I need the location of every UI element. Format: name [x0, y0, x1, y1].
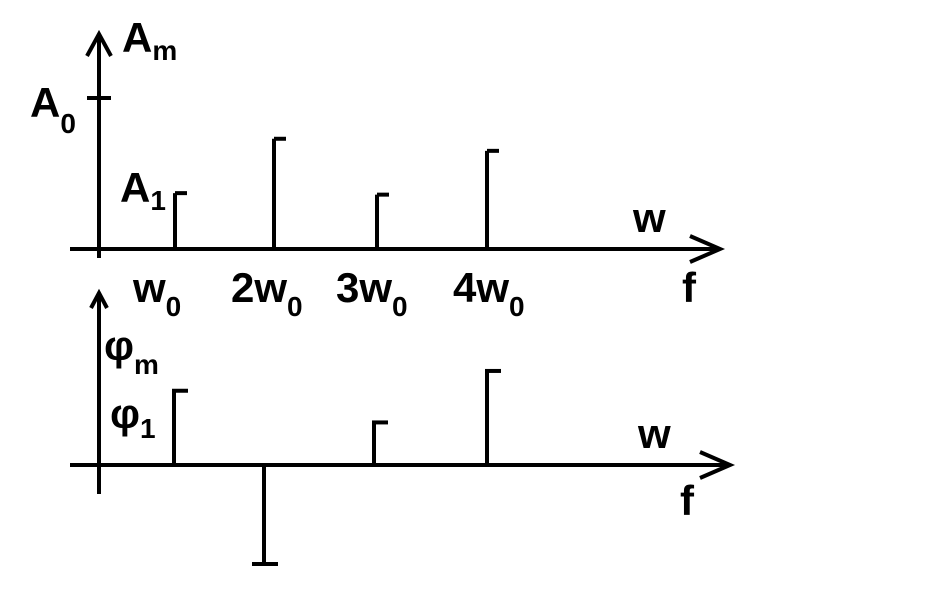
- phase-y-label: φm: [104, 322, 159, 380]
- phase-stems: [172, 368, 501, 566]
- tick-label-4w0: 4w0: [453, 264, 525, 322]
- amplitude-spectrum: Am A0 A1 w f w0 2w0 3w0 4w0: [30, 14, 726, 322]
- amplitude-y-arrowhead: [85, 29, 113, 57]
- first-harmonic-label: A1: [120, 164, 166, 216]
- amplitude-axis-label-w: w: [632, 194, 666, 241]
- tick-label-3w0: 3w0: [336, 264, 408, 322]
- dc-component-label: A0: [30, 79, 76, 139]
- tick-label-w0: w0: [132, 264, 181, 322]
- tick-label-2w0: 2w0: [231, 264, 303, 322]
- phase-axis-label-f: f: [680, 477, 695, 524]
- phase-y-arrowhead: [89, 288, 109, 309]
- first-phase-label: φ1: [110, 390, 156, 444]
- phase-spectrum: φm φ1 w f: [70, 288, 736, 566]
- phase-x-arrowhead: [699, 450, 736, 480]
- amplitude-stems: [87, 96, 499, 249]
- amplitude-y-label: Am: [122, 14, 177, 66]
- amplitude-axis-label-f: f: [682, 264, 697, 311]
- phase-axis-label-w: w: [637, 410, 671, 457]
- amplitude-x-arrowhead: [689, 234, 726, 264]
